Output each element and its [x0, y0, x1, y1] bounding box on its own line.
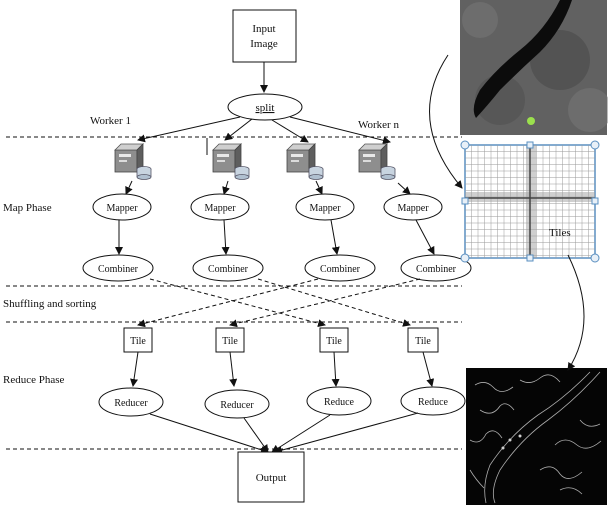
mapper-label: Mapper: [106, 203, 138, 214]
server-icon: [286, 143, 324, 180]
mapper-label: Mapper: [397, 203, 429, 214]
reducer-label: Reducer: [220, 400, 254, 411]
tile-label: Tile: [130, 336, 146, 347]
shuffle-phase-label: Shuffling and sorting: [3, 298, 97, 310]
edge-detection-image-icon: [466, 368, 607, 505]
worker-n-label: Worker n: [358, 119, 399, 131]
output-box: [237, 451, 305, 503]
worker-1-label: Worker 1: [90, 115, 131, 127]
mapper-label: Mapper: [309, 203, 341, 214]
reducer-label: Reduce: [418, 397, 449, 408]
input-image-label-line2: Image: [250, 38, 278, 50]
tile-grid-icon: [460, 140, 600, 263]
input-image-box: [232, 9, 297, 63]
split-arrows: [137, 116, 391, 155]
tiles-label: Tiles: [549, 227, 571, 239]
tile-label: Tile: [222, 336, 238, 347]
input-image-label-line1: Input: [252, 23, 275, 35]
shuffle-arrows: [137, 278, 421, 328]
combiner-label: Combiner: [320, 264, 361, 275]
output-label: Output: [256, 472, 287, 484]
reducers: [98, 386, 466, 419]
reduce-phase-label: Reduce Phase: [3, 374, 65, 386]
split-node: [227, 93, 303, 121]
mapper-label: Mapper: [204, 203, 236, 214]
server-icon: [212, 143, 250, 180]
reducer-to-output-arrows: [149, 412, 419, 455]
mapper-to-combiner-arrows: [115, 219, 435, 255]
combiner-label: Combiner: [98, 264, 139, 275]
mappers: [92, 193, 443, 221]
tile-boxes: [123, 327, 439, 353]
map-phase-label: Map Phase: [3, 202, 52, 214]
tile-label: Tile: [415, 336, 431, 347]
combiner-label: Combiner: [208, 264, 249, 275]
split-label: split: [256, 102, 275, 114]
reducer-label: Reduce: [324, 397, 355, 408]
tile-label: Tile: [326, 336, 342, 347]
reducer-label: Reducer: [114, 398, 148, 409]
server-icon: [358, 143, 396, 180]
image-connector-arrows: [429, 54, 585, 371]
combiners: [82, 254, 472, 282]
server-icon: [114, 143, 152, 180]
satellite-image-icon: [460, 0, 608, 135]
tile-to-reducer-arrows: [130, 351, 435, 387]
server-to-mapper-arrows: [125, 180, 411, 195]
combiner-label: Combiner: [416, 264, 457, 275]
